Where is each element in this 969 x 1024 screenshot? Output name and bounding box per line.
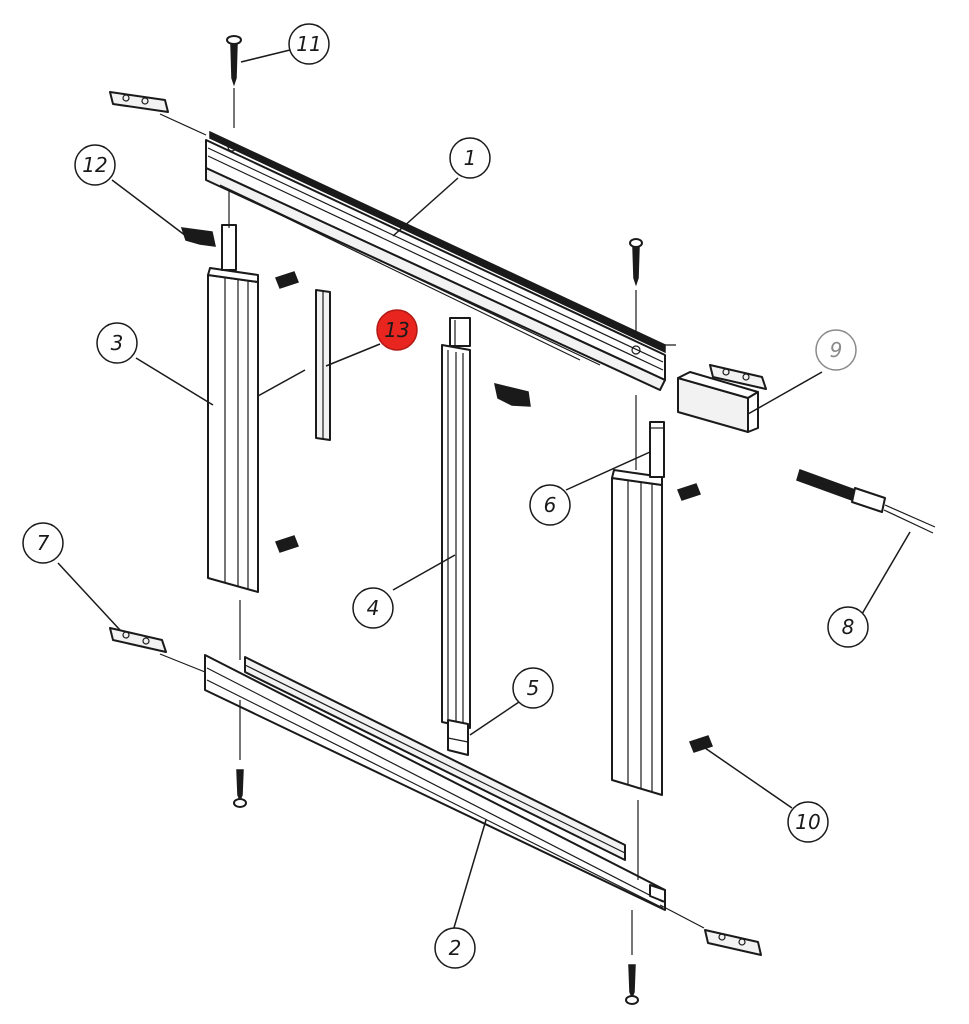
callout-3: 3 [96, 322, 138, 364]
callout-1-label: 1 [464, 146, 477, 170]
middle-profile [441, 317, 471, 729]
dowel-right-top [677, 483, 701, 501]
callout-2: 2 [434, 927, 476, 969]
callout-8-label: 8 [842, 615, 855, 639]
leader-lines [57, 49, 911, 932]
callout-1: 1 [449, 137, 491, 179]
screw-bottom-right [625, 910, 639, 1005]
screw-top-left [226, 35, 242, 128]
dowel-left-bottom [275, 535, 299, 553]
callout-13: 13 [376, 309, 418, 351]
callout-3-label: 3 [111, 331, 124, 355]
callout-7: 7 [22, 522, 64, 564]
callout-10-label: 10 [795, 810, 820, 834]
callout-11-label: 11 [296, 32, 321, 56]
callout-5: 5 [512, 667, 554, 709]
stopper-left [180, 227, 216, 247]
callout-4: 4 [352, 587, 394, 629]
callout-6: 6 [529, 484, 571, 526]
callout-12: 12 [74, 144, 116, 186]
callout-12-label: 12 [82, 153, 107, 177]
callout-8: 8 [827, 606, 869, 648]
end-cap [447, 719, 469, 756]
screw-top-right [629, 238, 643, 338]
callout-9-label: 9 [830, 338, 843, 362]
callout-10: 10 [787, 801, 829, 843]
callout-13-label: 13 [384, 318, 409, 342]
top-rail [205, 130, 666, 391]
left-profile [207, 224, 259, 593]
wall-bracket-bottom-left [109, 627, 167, 653]
callout-2-label: 2 [449, 936, 462, 960]
wall-bracket-top-right [709, 364, 767, 390]
assembly-axes [159, 113, 705, 929]
dowel-left-top [275, 271, 299, 289]
wall-bracket-bottom-right [704, 929, 762, 956]
tool-pin [796, 469, 936, 534]
wall-bracket-top-left [109, 91, 169, 113]
stopper-middle [494, 382, 531, 407]
profile-cap [677, 371, 759, 433]
connector-insert [649, 421, 665, 478]
callout-6-label: 6 [544, 493, 557, 517]
callout-4-label: 4 [367, 596, 380, 620]
bottom-rail [204, 654, 666, 911]
screw-bottom-left [233, 700, 247, 808]
callout-11: 11 [288, 23, 330, 65]
callout-5-label: 5 [527, 676, 540, 700]
seal-strip [315, 289, 331, 441]
dowel-right-bottom [689, 735, 713, 753]
right-profile [611, 469, 663, 796]
callout-7-label: 7 [37, 531, 50, 555]
callout-9: 9 [815, 329, 857, 371]
